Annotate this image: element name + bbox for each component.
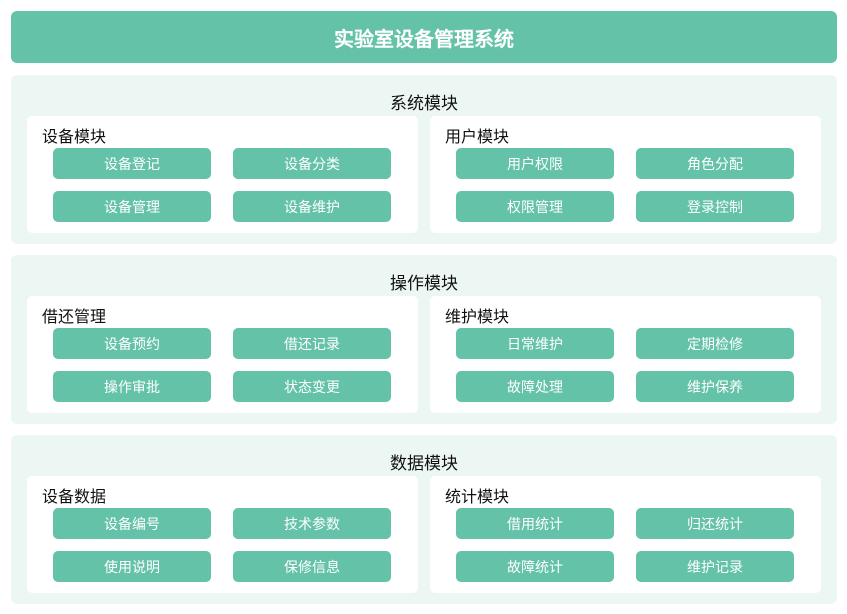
panel-title: 统计模块	[445, 487, 510, 506]
status-change-button[interactable]: 状态变更	[233, 371, 391, 402]
device-register-button[interactable]: 设备登记	[53, 148, 211, 179]
section-operation-modules: 操作模块 借还管理 设备预约 借还记录 操作审批 状态变更 维护模块 日常维护 …	[11, 255, 837, 424]
panel-title: 用户模块	[445, 127, 510, 146]
daily-maintenance-button[interactable]: 日常维护	[456, 328, 614, 359]
panel-title: 维护模块	[445, 307, 510, 326]
device-reservation-button[interactable]: 设备预约	[53, 328, 211, 359]
permission-management-button[interactable]: 权限管理	[456, 191, 614, 222]
role-assignment-button[interactable]: 角色分配	[636, 148, 794, 179]
warranty-info-button[interactable]: 保修信息	[233, 551, 391, 582]
section-title: 操作模块	[390, 274, 458, 294]
periodic-inspection-button[interactable]: 定期检修	[636, 328, 794, 359]
device-management-button[interactable]: 设备管理	[53, 191, 211, 222]
system-title-banner: 实验室设备管理系统	[11, 11, 837, 63]
return-statistics-button[interactable]: 归还统计	[636, 508, 794, 539]
panel-title: 借还管理	[42, 307, 107, 326]
login-control-button[interactable]: 登录控制	[636, 191, 794, 222]
system-title: 实验室设备管理系统	[334, 26, 514, 51]
section-title: 系统模块	[390, 94, 458, 114]
device-maintenance-button[interactable]: 设备维护	[233, 191, 391, 222]
user-permission-button[interactable]: 用户权限	[456, 148, 614, 179]
maintenance-record-button[interactable]: 维护记录	[636, 551, 794, 582]
technical-params-button[interactable]: 技术参数	[233, 508, 391, 539]
section-title: 数据模块	[390, 454, 458, 474]
panel-statistics-module: 统计模块 借用统计 归还统计 故障统计 维护记录	[430, 476, 821, 593]
fault-statistics-button[interactable]: 故障统计	[456, 551, 614, 582]
fault-handling-button[interactable]: 故障处理	[456, 371, 614, 402]
operation-approval-button[interactable]: 操作审批	[53, 371, 211, 402]
usage-instructions-button[interactable]: 使用说明	[53, 551, 211, 582]
panel-title: 设备模块	[42, 127, 107, 146]
device-number-button[interactable]: 设备编号	[53, 508, 211, 539]
device-category-button[interactable]: 设备分类	[233, 148, 391, 179]
panel-device-data: 设备数据 设备编号 技术参数 使用说明 保修信息	[27, 476, 418, 593]
maintenance-upkeep-button[interactable]: 维护保养	[636, 371, 794, 402]
borrow-statistics-button[interactable]: 借用统计	[456, 508, 614, 539]
panel-borrow-return: 借还管理 设备预约 借还记录 操作审批 状态变更	[27, 296, 418, 413]
section-system-modules: 系统模块 设备模块 设备登记 设备分类 设备管理 设备维护 用户模块 用户权限 …	[11, 75, 837, 244]
section-data-modules: 数据模块 设备数据 设备编号 技术参数 使用说明 保修信息 统计模块 借用统计 …	[11, 435, 837, 604]
panel-title: 设备数据	[42, 487, 107, 506]
borrow-return-record-button[interactable]: 借还记录	[233, 328, 391, 359]
panel-device-module: 设备模块 设备登记 设备分类 设备管理 设备维护	[27, 116, 418, 233]
panel-user-module: 用户模块 用户权限 角色分配 权限管理 登录控制	[430, 116, 821, 233]
panel-maintenance-module: 维护模块 日常维护 定期检修 故障处理 维护保养	[430, 296, 821, 413]
